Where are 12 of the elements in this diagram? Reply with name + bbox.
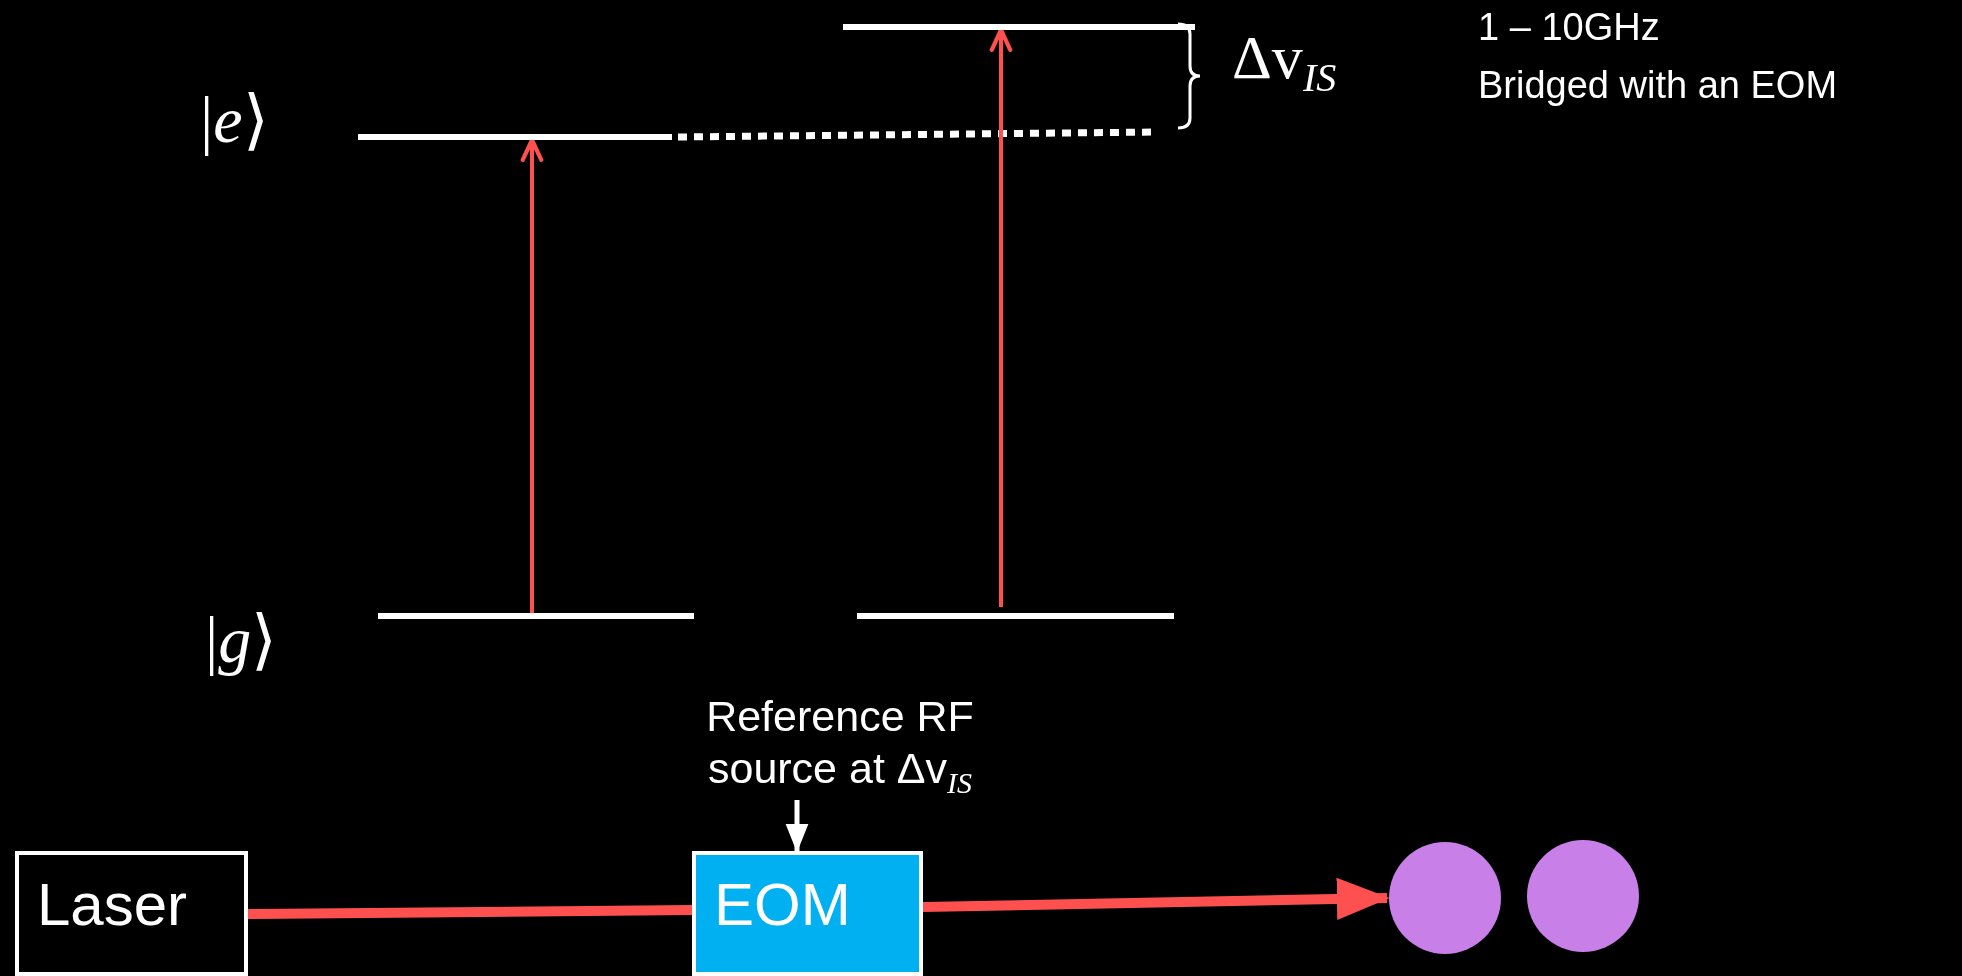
note-text: Bridged with an EOM xyxy=(1478,64,1839,108)
note-text: 1 – 10GHz xyxy=(1478,6,1661,50)
laser-box: Laser xyxy=(15,851,248,976)
arrow xyxy=(989,27,1013,607)
state-label: |e⟩ xyxy=(200,82,270,158)
arrow xyxy=(922,877,1390,921)
state-label: |g⟩ xyxy=(205,602,279,678)
source-label: Reference RF source at Δv$_{IS}$ xyxy=(680,690,1000,800)
frequency-label: Δv$_{IS}$ xyxy=(1232,22,1338,103)
modulator-box: EOM xyxy=(692,851,923,976)
arrow xyxy=(520,137,544,613)
arrow xyxy=(785,800,809,853)
